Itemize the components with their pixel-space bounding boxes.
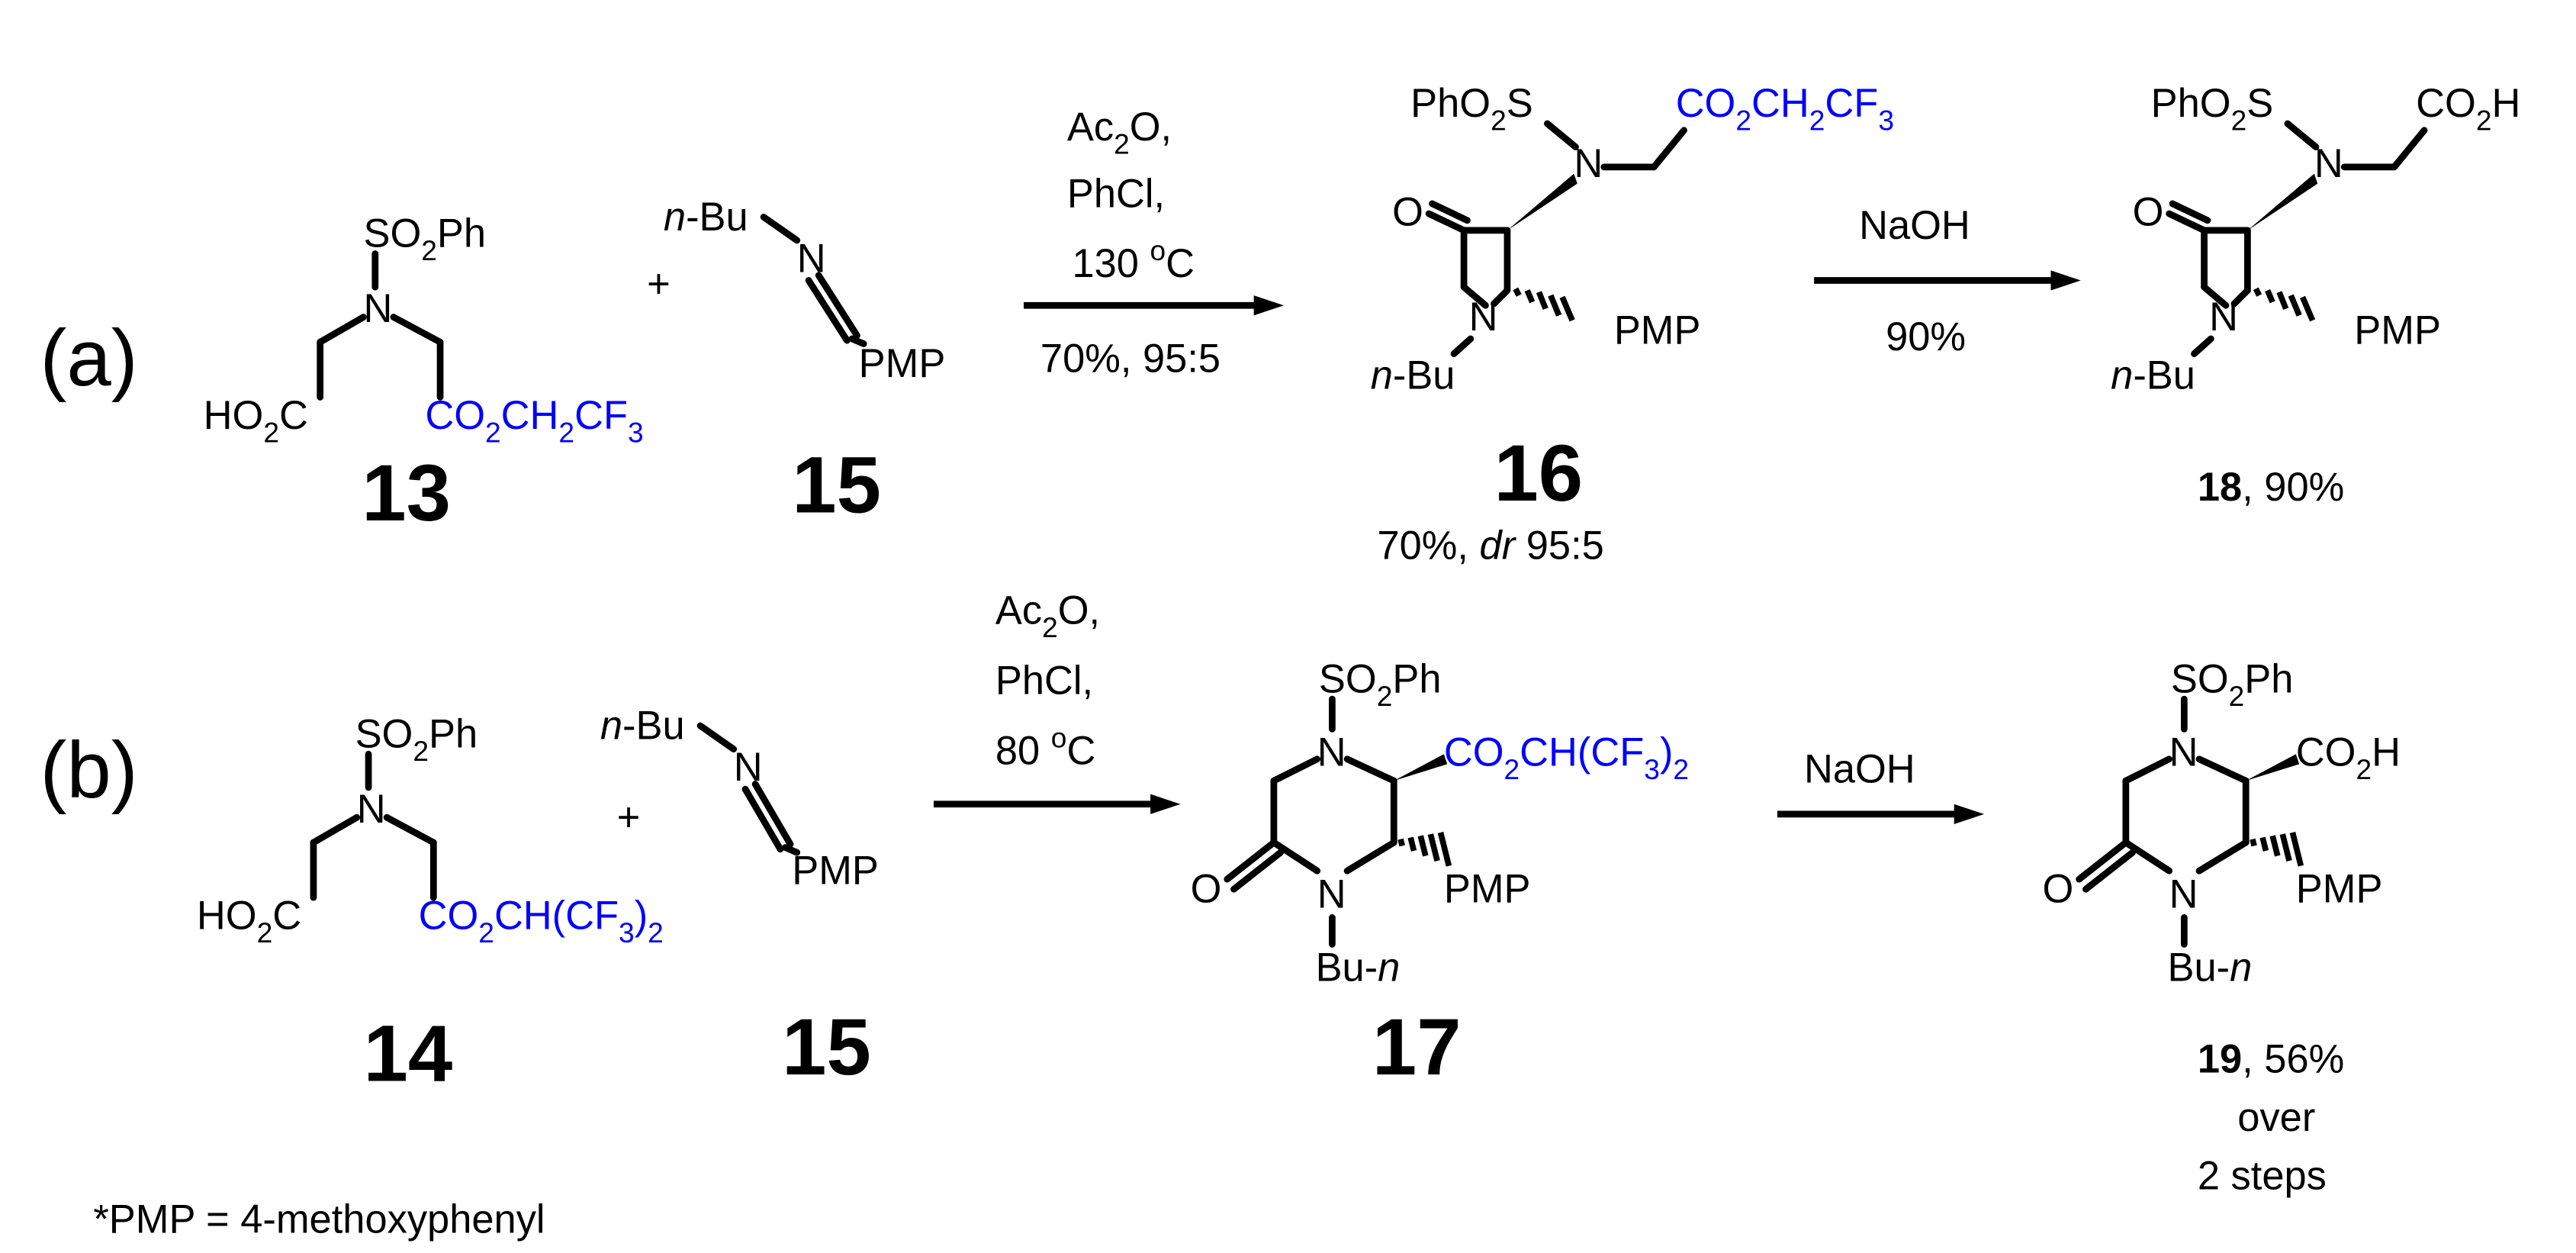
c16-pmp: PMP xyxy=(1614,309,1701,353)
c17-pmp: PMP xyxy=(1444,868,1531,912)
c17-ester: CO2CH(CF3)2 xyxy=(1444,731,1689,785)
c16-wedge xyxy=(1507,173,1577,230)
c16-yield: 70%, dr 95:5 xyxy=(1377,523,1603,568)
c13-number: 13 xyxy=(362,449,451,538)
c18-nbu: n-Bu xyxy=(2111,354,2195,398)
c15b-pmp: PMP xyxy=(792,849,879,894)
compound-18: PhO2S CO2H N O N PMP n-Bu 18, 90% xyxy=(2111,82,2520,510)
c17-hash xyxy=(1397,832,1452,867)
c13-acid: HO2C xyxy=(204,394,308,448)
c18-n-top: N xyxy=(2314,142,2343,186)
compound-16: PhO2S CO2CH2CF3 N O N PMP n-Bu 16 70%, d… xyxy=(1371,82,1894,568)
c17-oxygen: O xyxy=(1191,868,1222,912)
c15b-number: 15 xyxy=(782,1003,871,1092)
c19-acid: CO2H xyxy=(2296,731,2401,785)
c19-label-line3: 2 steps xyxy=(2198,1155,2327,1199)
c19-n-bottom: N xyxy=(2169,872,2198,916)
c19-number: 19 xyxy=(2198,1038,2242,1082)
plus-a: + xyxy=(647,262,671,306)
a1-temp: 130 oC xyxy=(1072,234,1195,286)
b1-temp: 80 oC xyxy=(995,721,1095,773)
a2-arrowhead xyxy=(2050,270,2081,291)
c14-acid: HO2C xyxy=(197,894,301,949)
c18-oxygen: O xyxy=(2133,190,2164,234)
c14-number: 14 xyxy=(363,1010,452,1099)
reaction-arrow-b2: NaOH xyxy=(1777,747,1985,825)
footnote: *PMP = 4-methoxyphenyl xyxy=(93,1198,545,1242)
compound-19: SO2Ph N CO2H PMP N O Bu-n 19, 56% over 2… xyxy=(2043,657,2401,1198)
c17-n-top: N xyxy=(1317,731,1346,775)
a1-reagent: Ac2O, xyxy=(1067,105,1172,159)
c19-sulfonyl: SO2Ph xyxy=(2171,657,2294,711)
b1-reagent: Ac2O, xyxy=(995,589,1100,643)
a2-reagent: NaOH xyxy=(1859,204,1970,248)
row-label-b: (b) xyxy=(40,726,137,815)
c14-nitrogen: N xyxy=(357,788,386,832)
c16-n-ring: N xyxy=(1469,295,1498,340)
c17-n-bottom: N xyxy=(1317,872,1346,916)
c15a-pmp: PMP xyxy=(859,342,946,386)
c17-number: 17 xyxy=(1372,1003,1462,1092)
c13-sulfonyl: SO2Ph xyxy=(363,212,486,266)
c19-yield: , 56% xyxy=(2242,1038,2344,1082)
c16-number: 16 xyxy=(1494,429,1583,518)
c18-pmp: PMP xyxy=(2354,309,2441,353)
c18-label: 18, 90% xyxy=(2198,465,2344,510)
compound-14: SO2Ph N HO2C CO2CH(CF3)2 14 xyxy=(197,712,664,1098)
c18-hash xyxy=(2253,287,2316,322)
b2-reagent: NaOH xyxy=(1804,747,1915,791)
c19-hash xyxy=(2250,832,2304,867)
c16-hash xyxy=(1513,287,1575,322)
c18-n-ring: N xyxy=(2209,295,2238,340)
c17-sulfonyl: SO2Ph xyxy=(1319,657,1442,711)
c19-label-line1: 19, 56% xyxy=(2198,1038,2344,1082)
c16-nbu: n-Bu xyxy=(1371,354,1455,398)
c17-bun: Bu-n xyxy=(1316,945,1401,990)
c19-wedge xyxy=(2246,754,2300,781)
a1-result: 70%, 95:5 xyxy=(1040,337,1220,382)
c18-yield: , 90% xyxy=(2242,465,2344,510)
c19-bun: Bu-n xyxy=(2167,945,2252,990)
compound-15-b: n-Bu N PMP 15 xyxy=(600,704,879,1092)
reaction-arrow-a2: NaOH 90% xyxy=(1814,204,2081,359)
c13-ester: CO2CH2CF3 xyxy=(425,394,643,448)
c16-n-top: N xyxy=(1574,142,1603,186)
b1-solvent: PhCl, xyxy=(995,659,1093,704)
a2-result: 90% xyxy=(1886,315,1966,359)
a1-arrowhead xyxy=(1253,295,1285,316)
c16-sulfonyl: PhO2S xyxy=(1410,82,1533,136)
c19-pmp: PMP xyxy=(2296,868,2383,912)
c15a-nbu: n-Bu xyxy=(664,195,748,240)
c17-wedge xyxy=(1394,754,1448,781)
c16-ester: CO2CH2CF3 xyxy=(1676,82,1894,136)
b2-arrowhead xyxy=(1954,804,1985,825)
c18-wedge xyxy=(2247,173,2318,230)
b1-arrowhead xyxy=(1150,794,1181,814)
reaction-arrow-a1: Ac2O, PhCl, 130 oC 70%, 95:5 xyxy=(1024,105,1285,382)
compound-17: SO2Ph N CO2CH(CF3)2 PMP N O Bu-n 17 xyxy=(1191,657,1689,1092)
c19-n-top: N xyxy=(2169,731,2198,775)
c16-oxygen: O xyxy=(1392,190,1423,234)
c14-ester: CO2CH(CF3)2 xyxy=(419,894,664,949)
a1-solvent: PhCl, xyxy=(1067,172,1165,216)
c15a-number: 15 xyxy=(792,440,881,530)
c19-oxygen: O xyxy=(2043,868,2074,912)
c13-nitrogen: N xyxy=(363,287,392,331)
reaction-arrow-b1: Ac2O, PhCl, 80 oC xyxy=(934,589,1181,814)
c18-acid: CO2H xyxy=(2416,82,2520,136)
compound-13: SO2Ph N HO2C CO2CH2CF3 13 xyxy=(204,212,644,538)
row-label-a: (a) xyxy=(40,314,137,403)
c18-sulfonyl: PhO2S xyxy=(2151,82,2274,136)
c19-label-line2: over xyxy=(2237,1096,2315,1140)
c14-sulfonyl: SO2Ph xyxy=(355,712,478,766)
compound-15-a: n-Bu N PMP 15 xyxy=(664,195,945,530)
c15b-nbu: n-Bu xyxy=(600,704,685,749)
c18-number: 18 xyxy=(2198,465,2242,510)
plus-b: + xyxy=(617,796,641,840)
